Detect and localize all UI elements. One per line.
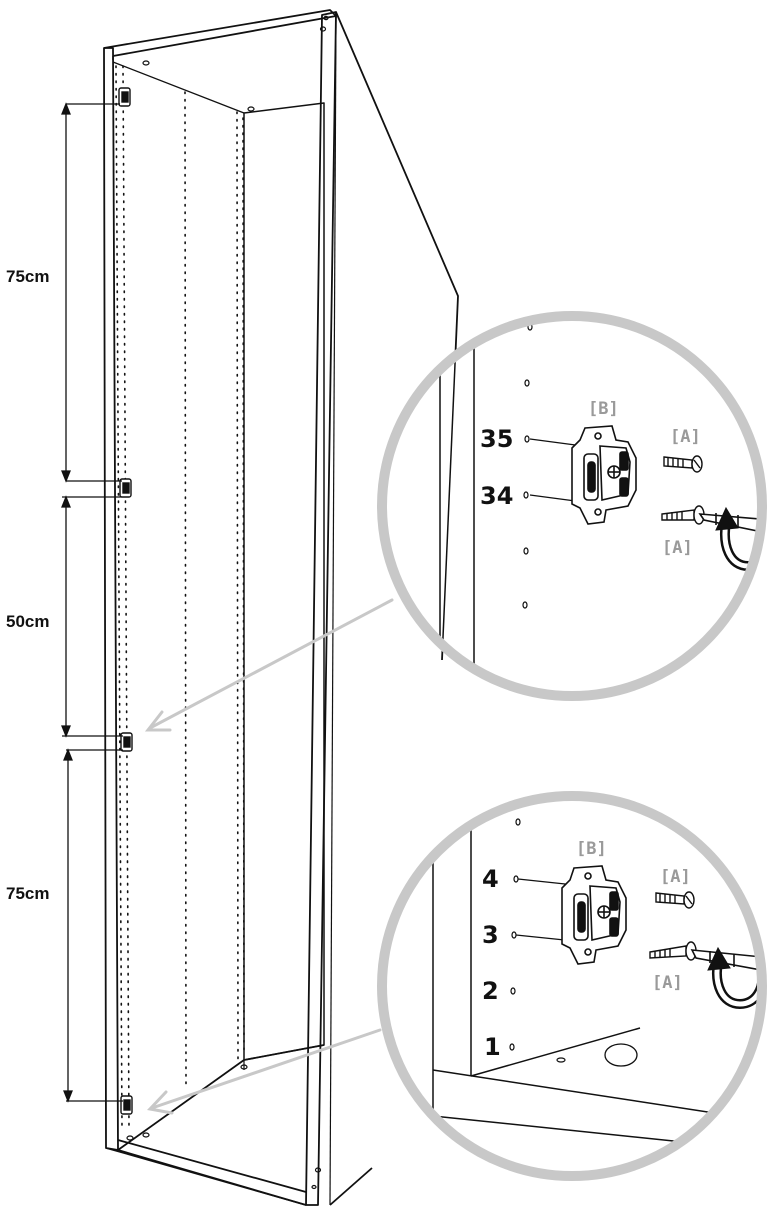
hole-number-label: 1: [484, 1033, 501, 1061]
cabinet-frame: [103, 9, 459, 1206]
hinge-plate-icon: [119, 478, 132, 498]
hole-number-label: 34: [480, 482, 513, 510]
panel-screw-caps: [126, 15, 329, 1190]
dimension-lines: [61, 102, 123, 1103]
hinge-plate-icon: [120, 732, 133, 752]
cabinet-right-panel: [305, 11, 337, 1206]
screw-icon: [655, 891, 695, 909]
magnifier-pointer-arrows: [144, 598, 394, 1115]
cabinet-left-panel: [103, 47, 119, 1151]
screwdriver-icon: [690, 949, 762, 973]
part-label-screw: [A]: [670, 427, 701, 447]
dimension-label-top: 75cm: [6, 267, 49, 286]
hinge-plate-icon: [120, 1095, 133, 1115]
cabinet-top-panel: [103, 9, 337, 57]
hole-number-label: 2: [482, 977, 499, 1005]
hole-number-label: 35: [480, 425, 513, 453]
hinge-mounting-plate-icon: [571, 425, 637, 525]
cabinet-back-panel: [243, 102, 325, 1061]
detail-magnifier-lower: 4 3 2 1 [B] [A] [A]: [377, 791, 767, 1181]
hole-number-label: 4: [482, 865, 499, 893]
hole-number-label: 3: [482, 921, 499, 949]
shelf-hole-rows: [115, 65, 245, 1129]
part-label-screw: [A]: [652, 973, 683, 993]
part-label-screw: [A]: [662, 538, 693, 558]
hinge-plate-icon: [118, 87, 131, 107]
part-label-plate: [B]: [588, 399, 619, 419]
screw-icon: [649, 941, 697, 961]
part-label-screw: [A]: [660, 867, 691, 887]
detail-magnifier-upper: 35 34 [B] [A] [A]: [377, 311, 767, 701]
screw-icon: [663, 455, 703, 473]
part-label-plate: [B]: [576, 839, 607, 859]
dimension-label-bottom: 75cm: [6, 884, 49, 903]
dimension-label-middle: 50cm: [6, 612, 49, 631]
hinge-mounting-plate-icon: [561, 865, 627, 965]
